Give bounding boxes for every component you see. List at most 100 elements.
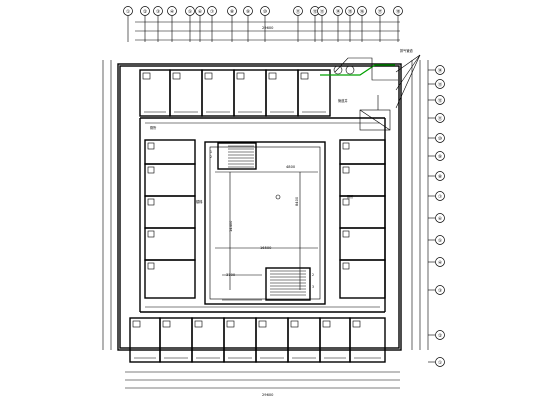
room-bottom	[129, 317, 161, 363]
axis-bubble-right: ⑧	[428, 171, 445, 181]
svg-text:⑨: ⑨	[438, 154, 442, 160]
axis-bubble-right: ⑪	[428, 113, 445, 123]
room-bottom	[159, 317, 193, 363]
courtyard-height-label: 14400	[229, 220, 233, 232]
svg-text:①: ①	[438, 360, 442, 366]
overall-width-top: 29600	[262, 26, 274, 30]
axis-bubble-top: ⑰	[375, 6, 385, 42]
courtyard-width-label: 16500	[260, 246, 272, 250]
svg-text:②: ②	[438, 333, 442, 339]
axis-bubble-top: ⑮	[345, 6, 355, 42]
side-room-label: 厕所	[150, 125, 157, 130]
room-top	[265, 69, 299, 117]
svg-text:①: ①	[126, 9, 130, 15]
axis-bubble-right: ⑨	[428, 151, 445, 161]
right-axis-bubbles: ⑭ ⑬ ⑫ ⑪ ⑩ ⑨ ⑧ ⑦ ⑥ ⑤ ④ ③ ② ①	[428, 65, 445, 367]
axis-bubble-top: ⑯	[357, 6, 367, 42]
svg-text:⑫: ⑫	[313, 8, 318, 15]
axis-bubble-right: ①	[428, 357, 445, 367]
room-bottom	[255, 317, 289, 363]
right-dimension-lines	[411, 60, 429, 350]
svg-text:⑧: ⑧	[438, 174, 442, 180]
inner-center-label: 8400	[295, 196, 299, 206]
axis-bubble-top: ②	[140, 6, 150, 42]
top-room-row	[139, 69, 331, 117]
right-side-label: 厕所	[347, 194, 354, 199]
stair-bottom-dim: 3700	[226, 273, 236, 277]
room-bottom	[349, 317, 386, 363]
svg-text:③: ③	[156, 9, 160, 15]
svg-text:⑪: ⑪	[438, 115, 443, 122]
axis-bubble-right: ③	[428, 285, 445, 295]
svg-text:⑩: ⑩	[438, 136, 442, 142]
svg-text:⑬: ⑬	[438, 81, 443, 88]
axis-bubble-top: ④	[167, 6, 177, 42]
svg-text:⑬: ⑬	[320, 8, 325, 15]
axis-bubble-top: ⑬	[317, 6, 327, 42]
room-left	[144, 227, 196, 261]
axis-bubble-top: ⑪	[293, 6, 303, 42]
axis-bubble-top: ③	[153, 6, 163, 42]
svg-text:⑦: ⑦	[438, 194, 442, 200]
svg-text:⑭: ⑭	[438, 67, 443, 74]
axis-bubble-right: ④	[428, 257, 445, 267]
axis-bubble-right: ⑩	[428, 133, 445, 143]
axis-bubble-top: ①	[123, 6, 133, 42]
shaft-note: 管道井	[338, 98, 348, 103]
axis-bubble-right: ⑥	[428, 213, 445, 223]
axis-bubble-top: ⑱	[393, 6, 403, 42]
room-top	[201, 69, 235, 117]
stair-top: 2 1	[210, 142, 257, 170]
svg-text:⑥: ⑥	[438, 216, 442, 222]
axis-bubble-top: ⑦	[207, 6, 217, 42]
room-right	[339, 163, 386, 197]
room-right	[339, 139, 386, 165]
top-dimension-lines: 29600	[135, 21, 400, 41]
room-bottom	[319, 317, 351, 363]
svg-text:⑮: ⑮	[348, 8, 353, 15]
room-right	[339, 227, 386, 261]
overall-width-bottom: 29600	[262, 393, 274, 397]
corridor-lines	[139, 117, 386, 313]
room-top	[297, 69, 331, 117]
svg-text:⑩: ⑩	[263, 9, 267, 15]
svg-text:⑤: ⑤	[188, 9, 192, 15]
svg-text:⑰: ⑰	[378, 8, 383, 15]
axis-bubble-top: ⑧	[227, 6, 237, 42]
room-left	[144, 163, 196, 197]
svg-text:⑱: ⑱	[396, 8, 401, 15]
room-left	[144, 139, 196, 165]
axis-bubble-right: ⑭	[428, 65, 445, 75]
pipe-shaft: 排气管道 管道井	[320, 48, 421, 131]
svg-text:②: ②	[143, 9, 147, 15]
pipe-note: 排气管道	[400, 48, 414, 53]
svg-text:⑫: ⑫	[438, 97, 443, 104]
room-labels: 厕所 楼梯 厕所	[150, 125, 354, 204]
svg-text:⑭: ⑭	[336, 8, 341, 15]
bottom-room-row	[129, 317, 386, 363]
svg-text:⑨: ⑨	[246, 9, 250, 15]
room-top	[169, 69, 203, 117]
axis-bubble-right: ②	[428, 330, 445, 340]
axis-bubble-right: ⑦	[428, 191, 445, 201]
svg-text:⑪: ⑪	[296, 8, 301, 15]
svg-text:⑯: ⑯	[360, 8, 365, 15]
svg-text:⑦: ⑦	[210, 9, 214, 15]
room-top	[233, 69, 267, 117]
svg-text:⑧: ⑧	[230, 9, 234, 15]
room-left	[144, 259, 196, 299]
axis-bubble-right: ⑫	[428, 95, 445, 105]
svg-text:③: ③	[438, 288, 442, 294]
left-dimension-lines	[102, 60, 112, 350]
room-right	[339, 195, 386, 229]
room-bottom	[223, 317, 257, 363]
room-bottom	[191, 317, 225, 363]
svg-text:④: ④	[438, 260, 442, 266]
svg-text:2: 2	[312, 273, 314, 277]
svg-text:⑤: ⑤	[438, 238, 442, 244]
stair-bottom: 2 3	[265, 267, 314, 301]
bottom-dimension-lines: 29600	[125, 371, 400, 397]
axis-bubble-top: ⑫	[310, 6, 320, 42]
